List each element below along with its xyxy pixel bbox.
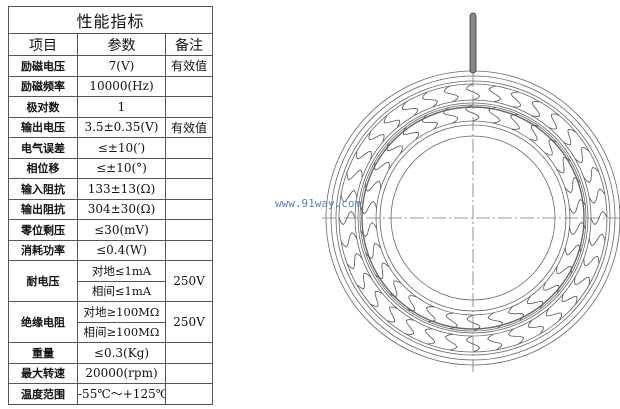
winding — [373, 161, 390, 171]
winding — [405, 319, 415, 336]
winding — [386, 306, 398, 323]
row-note — [164, 383, 214, 405]
header-item: 项目 — [8, 33, 78, 56]
winding — [583, 166, 600, 184]
winding — [442, 107, 459, 124]
row-item: 最大转速 — [8, 362, 78, 384]
winding — [370, 290, 383, 307]
winding — [445, 312, 458, 329]
winding — [526, 295, 544, 310]
winding — [365, 242, 382, 259]
winding — [421, 114, 439, 130]
table-row: 相位移≤±10(°) — [8, 157, 214, 179]
winding — [406, 295, 417, 312]
withstand-note: 250V — [164, 260, 214, 302]
winding — [389, 280, 402, 297]
winding — [510, 114, 521, 130]
winding — [569, 221, 586, 236]
winding — [527, 319, 545, 335]
row-item: 励磁电压 — [8, 55, 78, 77]
row-value: ≤0.3(Kg) — [77, 342, 166, 364]
table-row: 零位剩压≤30(mV) — [8, 219, 214, 241]
winding — [556, 157, 571, 174]
winding — [588, 233, 606, 247]
winding — [574, 146, 590, 164]
table-row: 重量≤0.3(Kg) — [8, 342, 214, 364]
winding — [425, 306, 436, 322]
winding — [340, 189, 358, 203]
row-item: 重量 — [8, 342, 78, 364]
row-item: 输入阻抗 — [8, 178, 78, 200]
row-value: ≤±10(°) — [77, 157, 166, 179]
row-value: 3.5±0.35(V) — [77, 116, 166, 138]
row-value: -55℃～+125℃ — [77, 383, 166, 405]
winding — [561, 293, 578, 305]
winding — [424, 328, 436, 345]
winding — [531, 100, 541, 117]
winding — [384, 115, 401, 128]
withstand-ground: 对地≤1mA — [77, 260, 166, 282]
winding — [355, 150, 372, 160]
winding — [548, 113, 560, 130]
row-value: ≤30(mV) — [77, 219, 166, 241]
winding — [487, 333, 503, 351]
winding — [529, 124, 540, 141]
winding — [375, 262, 390, 279]
winding — [507, 328, 525, 345]
winding — [356, 272, 372, 290]
winding — [487, 312, 504, 329]
winding — [402, 126, 420, 141]
winding — [360, 221, 377, 237]
insulation-note: 250V — [164, 301, 214, 343]
header-note: 备注 — [164, 33, 214, 56]
winding — [544, 139, 557, 156]
winding — [563, 129, 576, 146]
withstand-phase: 相间≤1mA — [77, 280, 166, 302]
winding — [421, 91, 439, 108]
winding — [346, 252, 363, 270]
winding — [545, 308, 562, 321]
table-row: 温度范围-55℃～+125℃ — [8, 383, 214, 405]
winding — [340, 232, 358, 248]
winding — [556, 265, 573, 275]
winding — [543, 282, 560, 294]
winding — [465, 104, 480, 122]
lead-cable — [469, 12, 477, 74]
winding — [365, 180, 381, 192]
winding — [386, 142, 403, 154]
winding — [443, 85, 459, 103]
row-value: 304±30(Ω) — [77, 198, 166, 220]
watermark: www.91way.com — [275, 197, 362, 210]
insulation-label: 绝缘电阻 — [8, 301, 78, 343]
winding — [368, 131, 385, 143]
row-note: 有效值 — [164, 116, 214, 138]
winding — [565, 244, 581, 256]
winding — [588, 188, 606, 204]
winding — [574, 276, 591, 286]
winding — [466, 314, 481, 332]
winding — [444, 333, 458, 351]
winding — [510, 91, 522, 108]
insulation-ground: 对地≥100MΩ — [77, 301, 166, 323]
winding — [488, 107, 501, 124]
winding — [564, 177, 581, 194]
winding — [507, 306, 525, 322]
winding — [569, 199, 586, 215]
table-title: 性能指标 — [7, 6, 214, 34]
winding — [346, 169, 363, 181]
winding — [360, 200, 377, 215]
row-item: 输出阻抗 — [8, 198, 78, 220]
winding — [583, 255, 600, 267]
winding — [401, 101, 419, 117]
winding — [488, 85, 502, 103]
row-item: 输出电压 — [8, 116, 78, 138]
